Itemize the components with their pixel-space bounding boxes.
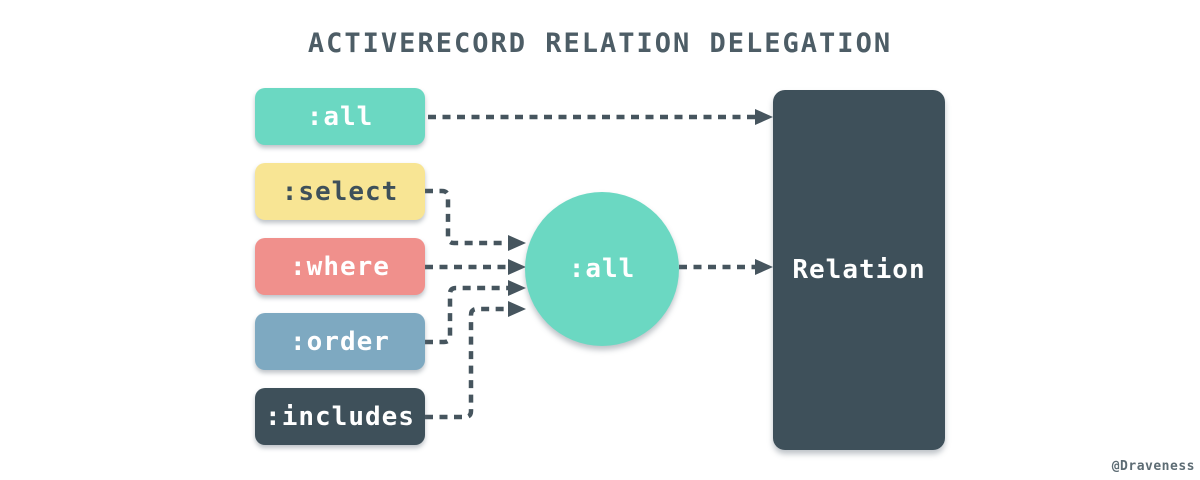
- node-select-label: :select: [281, 176, 399, 207]
- arrowhead-order-to-hub: [508, 280, 526, 296]
- node-where: :where: [255, 238, 425, 295]
- node-select: :select: [255, 163, 425, 220]
- arrowhead-all-to-relation: [755, 109, 773, 125]
- diagram-title: ACTIVERECORD RELATION DELEGATION: [307, 28, 893, 59]
- node-includes-label: :includes: [265, 401, 415, 432]
- edge-order-to-hub: [425, 285, 508, 345]
- node-relation: Relation: [773, 90, 945, 450]
- arrowhead-select-to-hub: [508, 235, 526, 251]
- arrowhead-where-to-hub: [508, 259, 526, 275]
- watermark-credit: @Draveness: [1111, 459, 1195, 474]
- edge-select-to-hub: [425, 188, 508, 246]
- edge-includes-to-hub: [425, 306, 508, 420]
- node-includes: :includes: [255, 388, 425, 445]
- node-hub-all-label: :all: [568, 254, 636, 284]
- node-all: :all: [255, 88, 425, 145]
- node-relation-label: Relation: [792, 255, 926, 285]
- node-all-label: :all: [306, 101, 374, 132]
- node-order: :order: [255, 313, 425, 370]
- node-hub-all-circle: :all: [525, 192, 679, 346]
- node-where-label: :where: [290, 251, 390, 282]
- arrowhead-hub-to-relation: [755, 259, 773, 275]
- arrowhead-includes-to-hub: [508, 301, 526, 317]
- node-order-label: :order: [290, 326, 390, 357]
